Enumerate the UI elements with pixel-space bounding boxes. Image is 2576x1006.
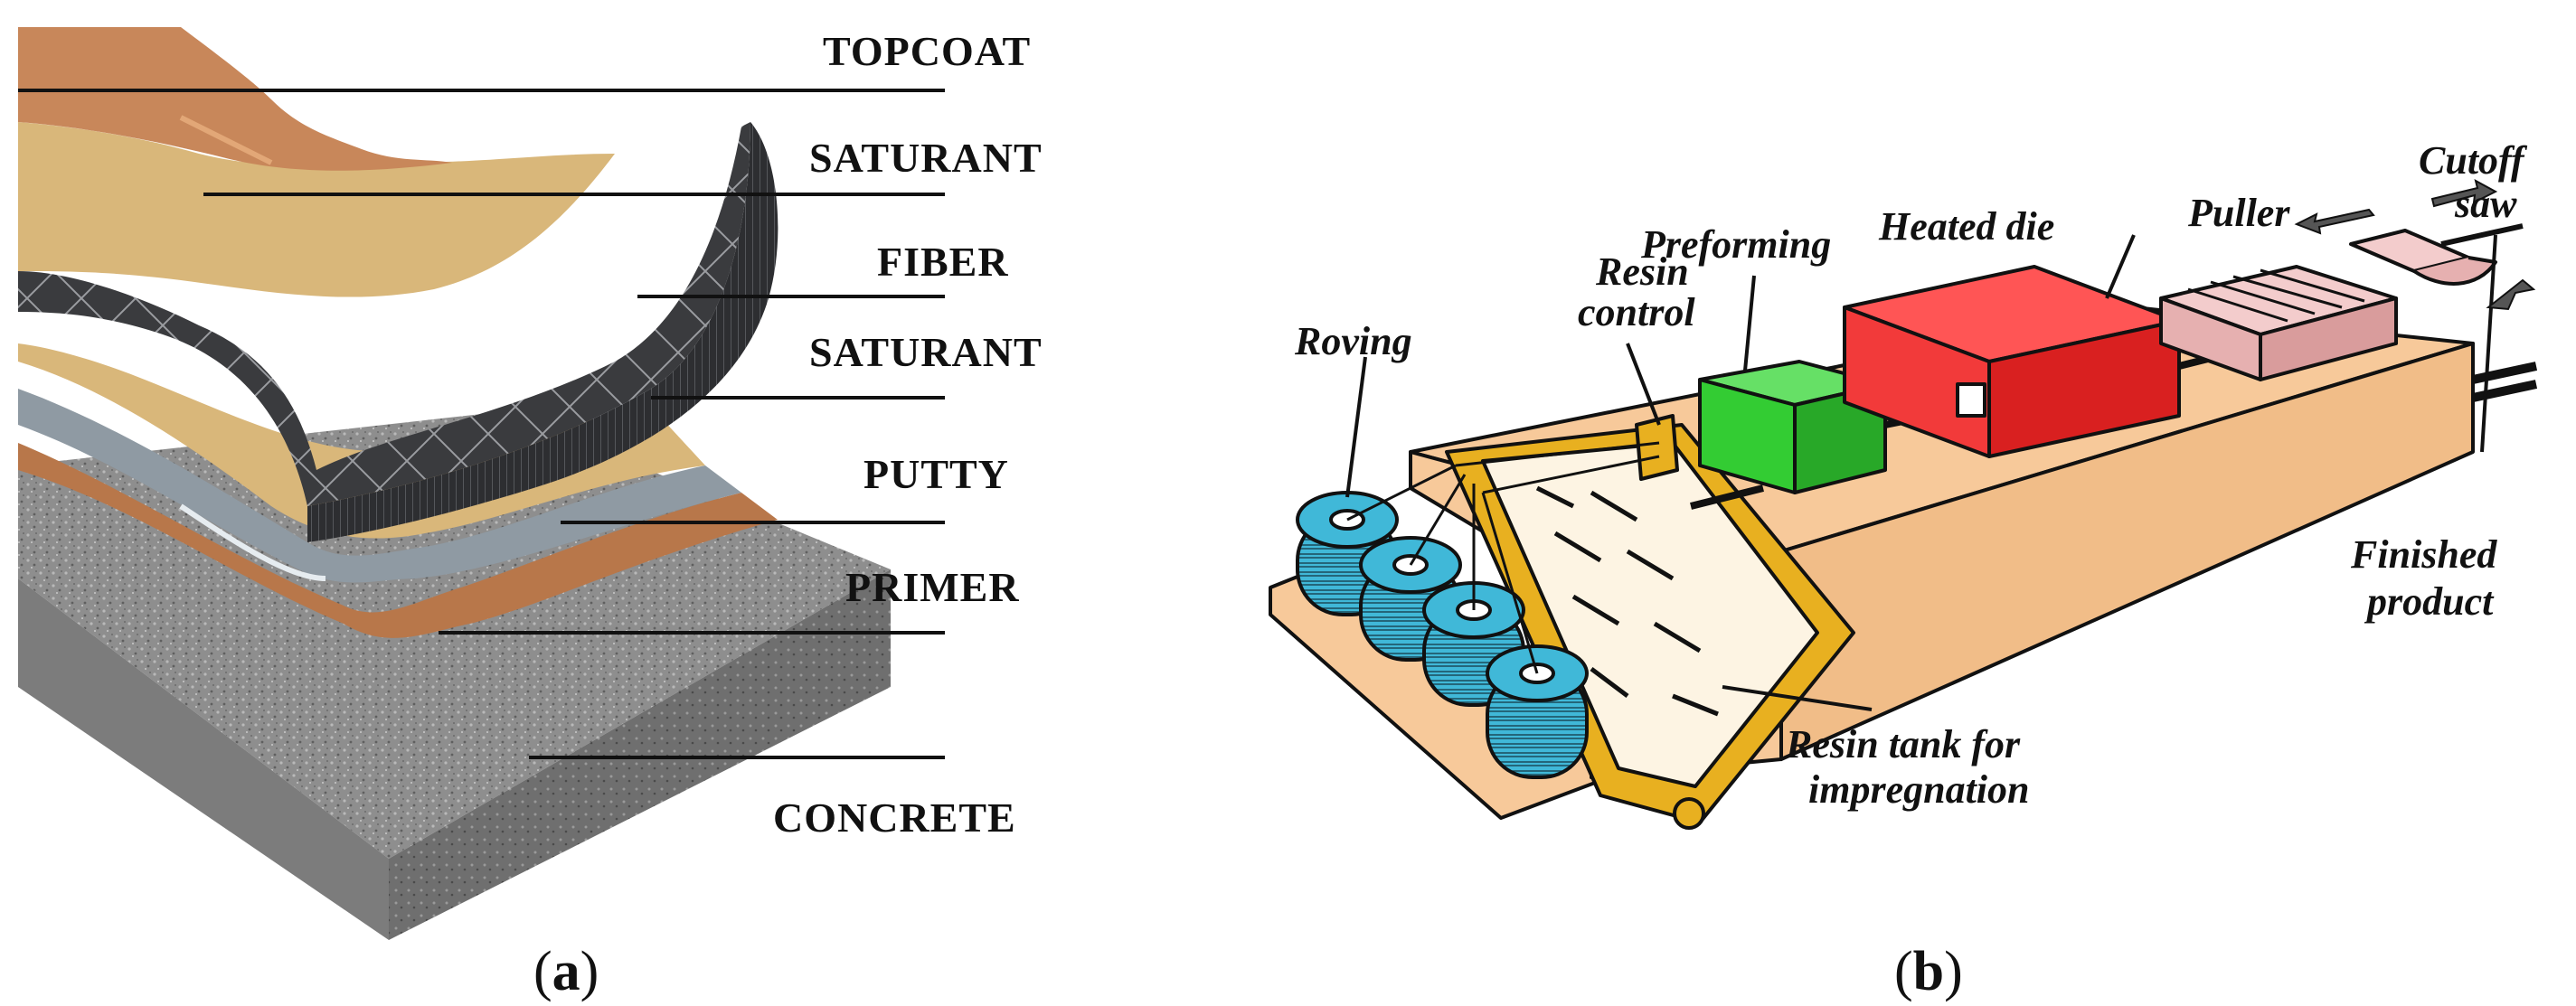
label-puller: Puller	[2187, 191, 2290, 235]
label-fiber: FIBER	[877, 239, 1009, 285]
caption-b-close: )	[1944, 941, 1963, 1002]
fiber-back	[307, 122, 778, 542]
panel-b-leader-lines	[1345, 234, 2497, 711]
label-roving: Roving	[1294, 319, 1412, 363]
caption-b-open: (	[1894, 941, 1913, 1002]
label-primer: PRIMER	[845, 564, 1020, 610]
panel-a-leader-lines	[18, 89, 945, 759]
label-concrete: CONCRETE	[773, 794, 1016, 841]
caption-a-open: (	[533, 941, 552, 1002]
concrete-front	[389, 569, 891, 940]
caption-a: (a)	[533, 941, 599, 1002]
primer-layer	[18, 443, 778, 638]
panel-b-machine	[1269, 223, 2538, 830]
caption-a-letter: a	[552, 941, 580, 1002]
label-topcoat: TOPCOAT	[823, 28, 1031, 74]
label-finished-line1: Finished	[2350, 532, 2497, 577]
saturant-upper-layer	[18, 122, 615, 297]
caption-a-close: )	[580, 941, 599, 1002]
label-preforming: Preforming	[1640, 222, 1831, 267]
label-cutoff-line2: saw	[2454, 182, 2517, 226]
label-saturant-bottom: SATURANT	[809, 329, 1043, 375]
label-resin-tank-line2: impregnation	[1808, 767, 2030, 812]
panel-a-layer-illustration	[18, 27, 891, 940]
label-heated-die: Heated die	[1878, 204, 2054, 249]
motion-arrows	[2294, 179, 2536, 311]
label-resin-tank-line1: Resin tank for	[1785, 722, 2021, 766]
fiber-layer	[18, 122, 750, 506]
caption-b: (b)	[1894, 941, 1963, 1002]
label-resin-control-line1: Resin	[1595, 249, 1689, 294]
caption-b-letter: b	[1913, 941, 1944, 1002]
resin-control-clamp	[1635, 414, 1679, 481]
concrete-left	[18, 578, 389, 940]
label-saturant-top: SATURANT	[809, 135, 1043, 181]
label-cutoff-line1: Cutoff	[2419, 138, 2528, 183]
label-finished-line2: product	[2364, 579, 2495, 624]
putty-layer	[18, 389, 741, 583]
topcoat-layer	[18, 27, 452, 171]
saturant-lower-layer	[18, 343, 705, 539]
fiber-strands	[1346, 441, 1660, 674]
label-putty: PUTTY	[863, 451, 1009, 497]
label-resin-control-line2: control	[1578, 290, 1695, 334]
spool-4	[1486, 644, 1589, 779]
